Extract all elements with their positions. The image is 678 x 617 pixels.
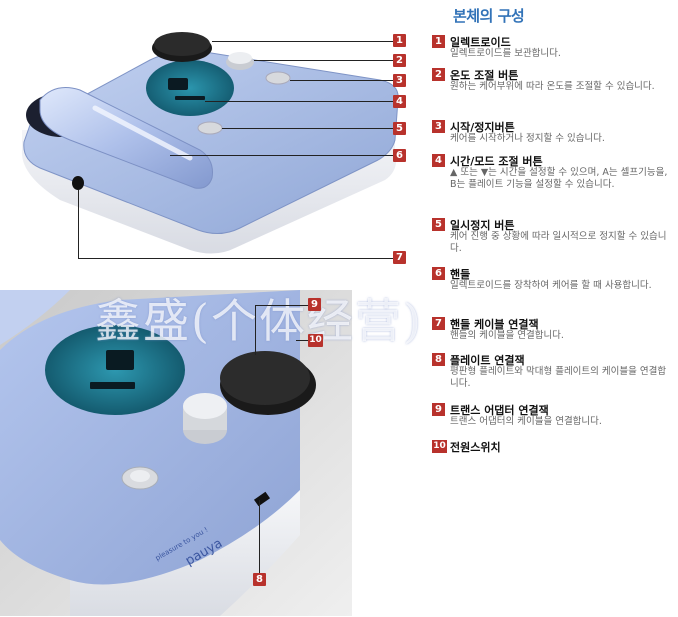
callout-badge-7: 7 xyxy=(393,251,406,264)
callout-line-9-vertical xyxy=(255,305,256,355)
item-badge: 8 xyxy=(432,353,445,366)
item-desc: 케어를 시작하거나 정지할 수 있습니다. xyxy=(450,133,605,144)
callout-line-10 xyxy=(296,340,308,341)
callout-badge-3: 3 xyxy=(393,74,406,87)
item-desc: 핸들의 케이블을 연결합니다. xyxy=(450,330,564,341)
item-desc: 트랜스 어댑터의 케이블을 연결합니다. xyxy=(450,416,602,427)
item-badge: 2 xyxy=(432,68,445,81)
item-badge: 5 xyxy=(432,218,445,231)
item-title: 온도 조절 버튼 xyxy=(450,69,519,82)
callout-line-2 xyxy=(254,60,393,61)
item-badge: 7 xyxy=(432,317,445,330)
callout-line-9 xyxy=(255,305,308,306)
item-title: 일렉트로이드 xyxy=(450,36,511,49)
watermark: 鑫盛(个体经营) xyxy=(95,294,423,348)
item-title: 핸들 케이블 연결잭 xyxy=(450,318,539,331)
callout-badge-5: 5 xyxy=(393,122,406,135)
callout-line-7 xyxy=(78,258,393,259)
callout-line-6 xyxy=(170,155,393,156)
item-title: 핸들 xyxy=(450,268,471,281)
item-title: 시간/모드 조절 버튼 xyxy=(450,155,543,168)
item-desc: ▲ 또는 ▼는 시간을 설정할 수 있으며, A는 셀프기능을, B는 플레이트… xyxy=(450,167,668,190)
item-title: 전원스위치 xyxy=(450,441,501,454)
callout-badge-1: 1 xyxy=(393,34,406,47)
callout-badge-4: 4 xyxy=(393,95,406,108)
item-title: 시작/정지버튼 xyxy=(450,121,515,134)
callout-badge-9: 9 xyxy=(308,298,321,311)
item-desc: 케어 진행 중 상황에 따라 일시적으로 정지할 수 있습니다. xyxy=(450,231,667,254)
device-top-view xyxy=(21,32,399,254)
item-badge: 1 xyxy=(432,35,445,48)
item-desc: 일렉트로이드를 보관합니다. xyxy=(450,48,561,59)
callout-badge-10: 10 xyxy=(308,334,323,347)
item-badge: 6 xyxy=(432,267,445,280)
item-title: 일시정지 버튼 xyxy=(450,219,515,232)
callout-badge-2: 2 xyxy=(393,54,406,67)
callout-line-8-vertical xyxy=(259,500,260,573)
item-title: 플레이트 연결잭 xyxy=(450,354,525,367)
callout-line-3 xyxy=(290,80,393,81)
item-title: 트랜스 어댑터 연결잭 xyxy=(450,404,549,417)
item-badge: 4 xyxy=(432,154,445,167)
section-title: 본체의 구성 xyxy=(453,7,525,25)
item-badge: 10 xyxy=(432,440,447,453)
item-badge: 3 xyxy=(432,120,445,133)
callout-line-5 xyxy=(222,128,393,129)
item-desc: 일렉트로이드를 장착하여 케어를 할 때 사용합니다. xyxy=(450,280,652,291)
item-desc: 원하는 케어부위에 따라 온도를 조절할 수 있습니다. xyxy=(450,81,655,92)
callout-line-4 xyxy=(205,101,393,102)
device-closeup-view xyxy=(0,290,352,616)
callout-badge-6: 6 xyxy=(393,149,406,162)
callout-line-1 xyxy=(212,41,393,42)
callout-badge-8: 8 xyxy=(253,573,266,586)
callout-line-7-vertical xyxy=(78,190,79,258)
item-badge: 9 xyxy=(432,403,445,416)
item-desc: 평판형 플레이트와 막대형 플레이트의 케이블을 연결합니다. xyxy=(450,366,667,389)
